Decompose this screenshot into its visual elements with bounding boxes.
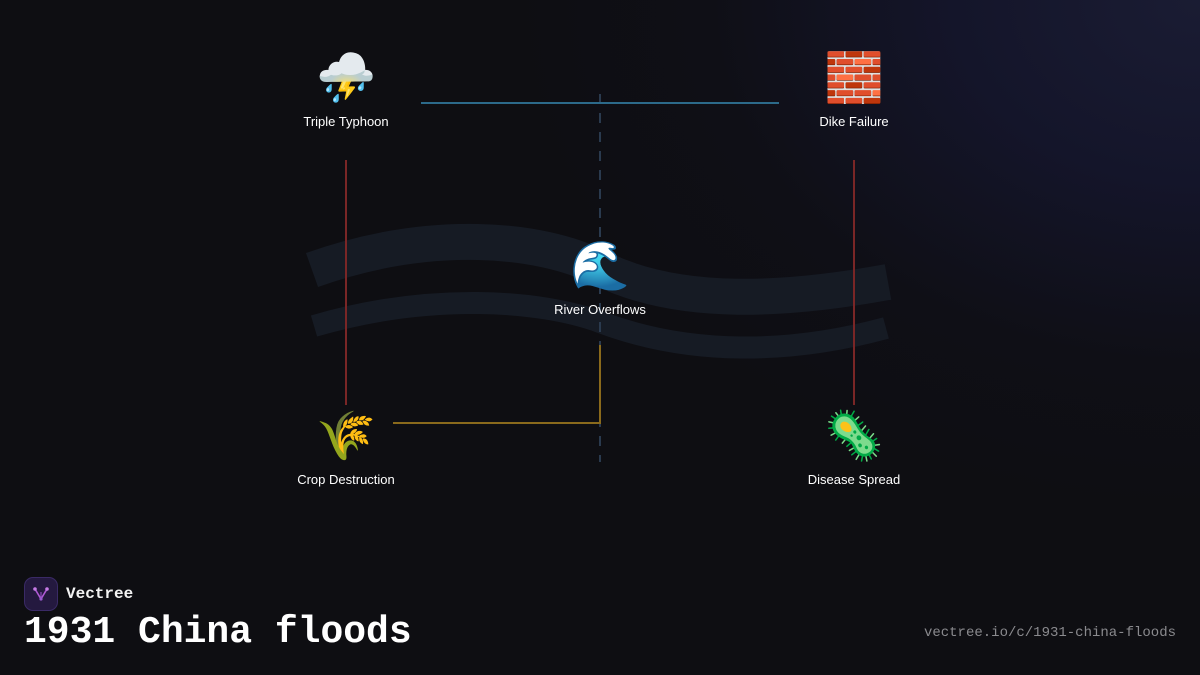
node-label: Disease Spread xyxy=(807,472,901,487)
thunderstorm-icon: ⛈️ xyxy=(316,50,376,106)
brick-wall-icon: 🧱 xyxy=(824,50,884,106)
node-crop-destruction[interactable]: 🌾 Crop Destruction xyxy=(266,406,426,488)
node-label: River Overflows xyxy=(554,302,646,317)
node-dike-failure[interactable]: 🧱 Dike Failure xyxy=(774,48,934,130)
node-river-overflows[interactable]: 🌊 River Overflows xyxy=(520,236,680,318)
rice-sheaf-icon: 🌾 xyxy=(316,408,376,464)
vectree-logo-icon xyxy=(24,577,58,611)
wave-icon: 🌊 xyxy=(570,238,630,294)
page-title: 1931 China floods xyxy=(24,611,412,654)
brand-name: Vectree xyxy=(66,585,134,603)
edge-river-to-crop xyxy=(393,345,601,424)
microbe-icon: 🦠 xyxy=(824,408,884,464)
node-disease-spread[interactable]: 🦠 Disease Spread xyxy=(774,406,934,488)
node-label: Dike Failure xyxy=(819,114,889,129)
node-label: Crop Destruction xyxy=(297,472,395,487)
node-label: Triple Typhoon xyxy=(303,114,389,129)
brand[interactable]: Vectree xyxy=(24,577,133,611)
page-url[interactable]: vectree.io/c/1931-china-floods xyxy=(923,625,1176,641)
node-triple-typhoon[interactable]: ⛈️ Triple Typhoon xyxy=(266,48,426,130)
